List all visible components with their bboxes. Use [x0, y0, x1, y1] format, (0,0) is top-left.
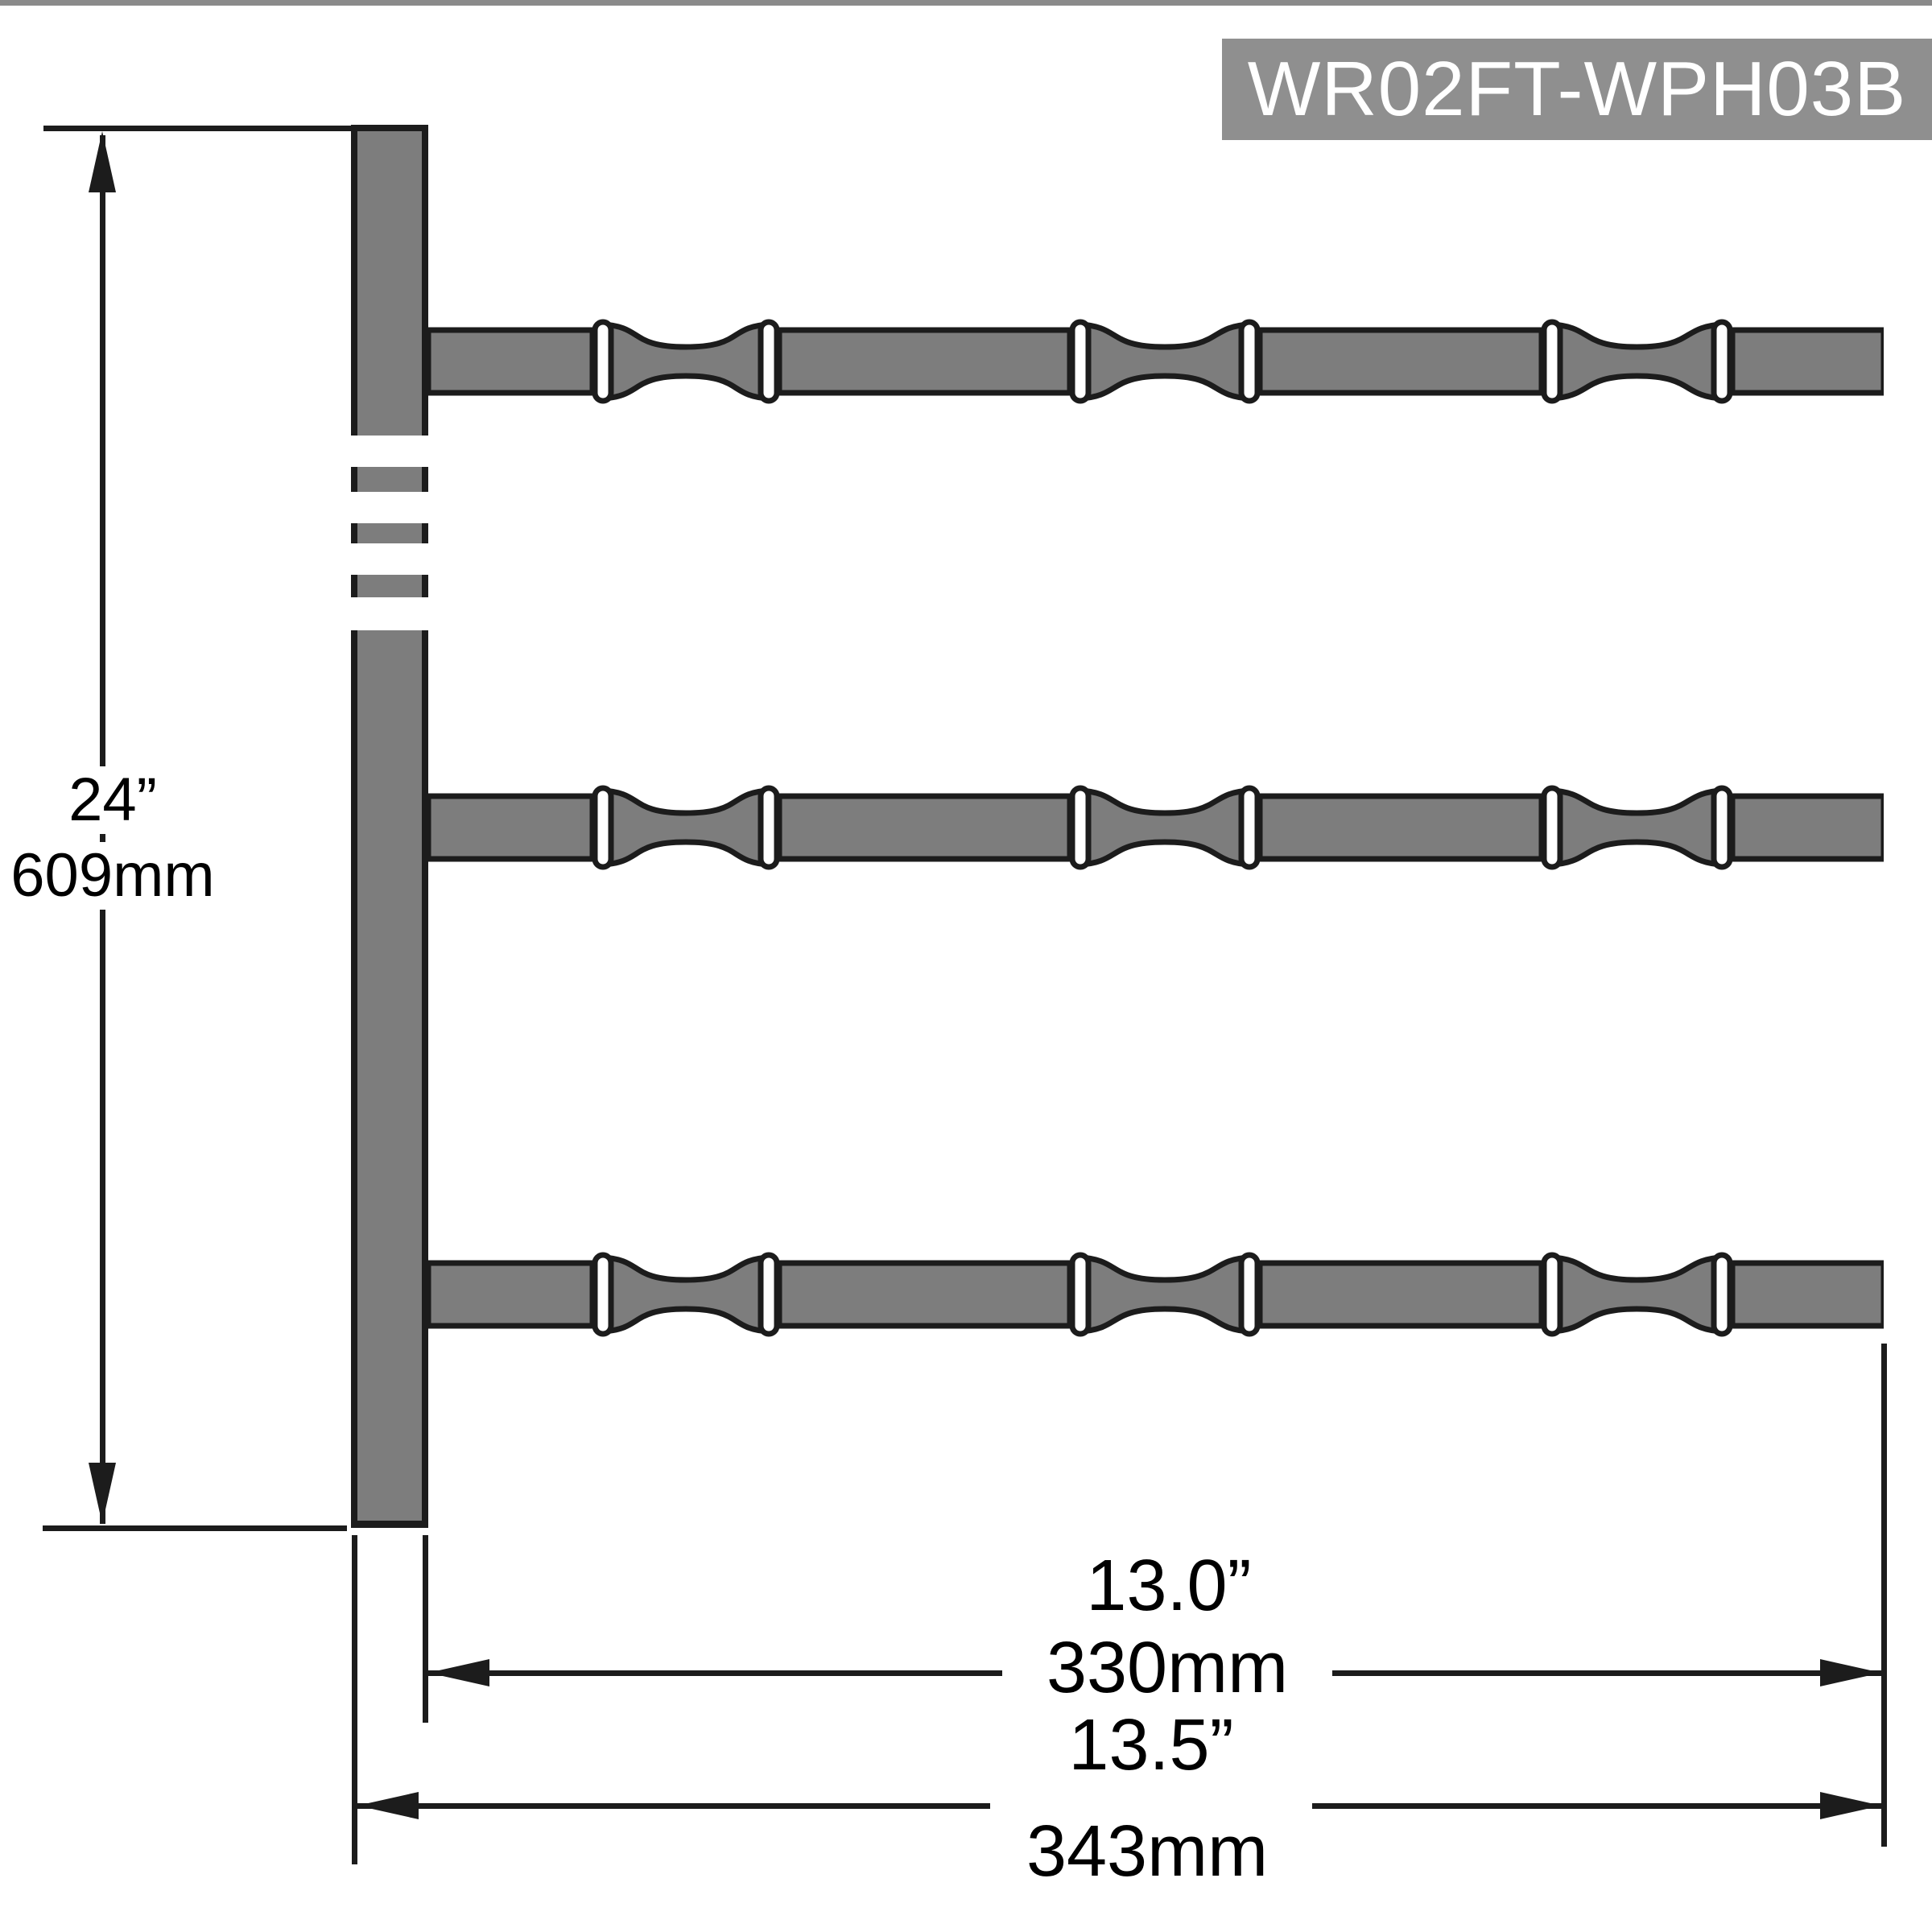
depth-extension-line-post-right [423, 1535, 428, 1723]
height-extension-line-top [43, 126, 351, 131]
depth-label-inches: 13.5” [990, 1707, 1312, 1813]
height-extension-line-bottom [43, 1525, 347, 1531]
mounting-arm-2 [428, 782, 1884, 873]
height-label-mm: 609mm [4, 842, 221, 910]
wall-post-upper [351, 125, 428, 436]
depth-arrow-right-icon [1820, 1792, 1881, 1819]
arm-length-arrow-left-icon [428, 1659, 489, 1686]
post-break-dash [351, 467, 428, 492]
mounting-arm-1 [428, 316, 1884, 407]
model-badge: WR02FT-WPH03B [1222, 39, 1932, 140]
top-border-stripe [0, 0, 1932, 6]
post-break-dash [351, 523, 428, 543]
arm-length-label-inches: 13.0” [1008, 1547, 1330, 1624]
post-break-dash [351, 575, 428, 597]
wall-post-lower [351, 630, 428, 1528]
arm-length-label-mm: 330mm [1002, 1629, 1332, 1707]
height-arrow-up-icon [89, 131, 116, 192]
height-arrow-down-icon [89, 1463, 116, 1524]
height-label-inches: 24” [24, 766, 201, 834]
mounting-arm-3 [428, 1249, 1884, 1340]
depth-extension-line-post-left [352, 1535, 357, 1864]
depth-arrow-left-icon [357, 1792, 419, 1819]
depth-label-mm: 343mm [986, 1813, 1308, 1890]
depth-extension-line-arm-end [1881, 1344, 1887, 1847]
arm-length-arrow-right-icon [1820, 1659, 1881, 1686]
